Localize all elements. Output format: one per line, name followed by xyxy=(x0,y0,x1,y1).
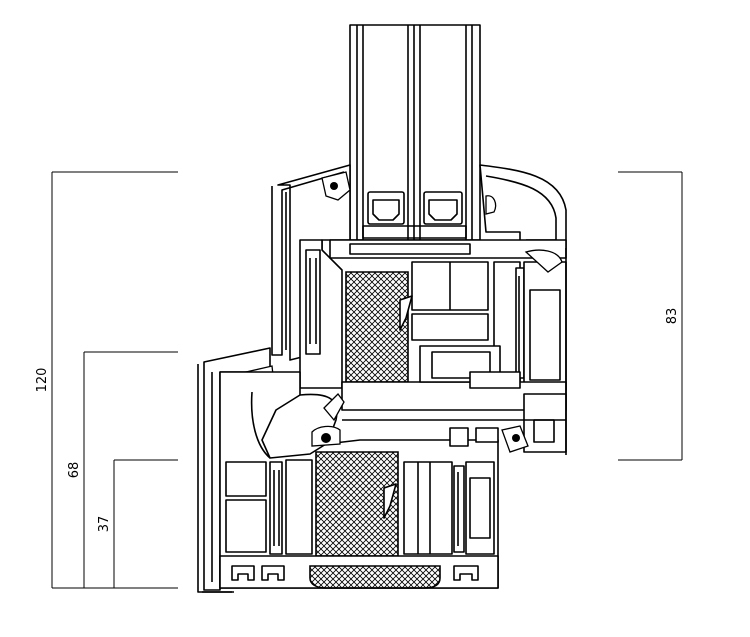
dimension-label-68: 68 xyxy=(67,462,82,479)
dimension-label-120: 120 xyxy=(35,368,50,393)
dimension-120: 120 xyxy=(35,171,178,589)
dimension-83: 83 xyxy=(618,171,683,461)
dimension-37: 37 xyxy=(97,459,178,588)
dimension-label-83: 83 xyxy=(665,308,680,325)
sash-profile xyxy=(271,164,567,455)
triple-glazing-unit xyxy=(349,24,481,241)
dimension-label-37: 37 xyxy=(97,516,112,533)
frame-profile xyxy=(197,347,499,593)
dimension-68: 68 xyxy=(67,351,178,588)
